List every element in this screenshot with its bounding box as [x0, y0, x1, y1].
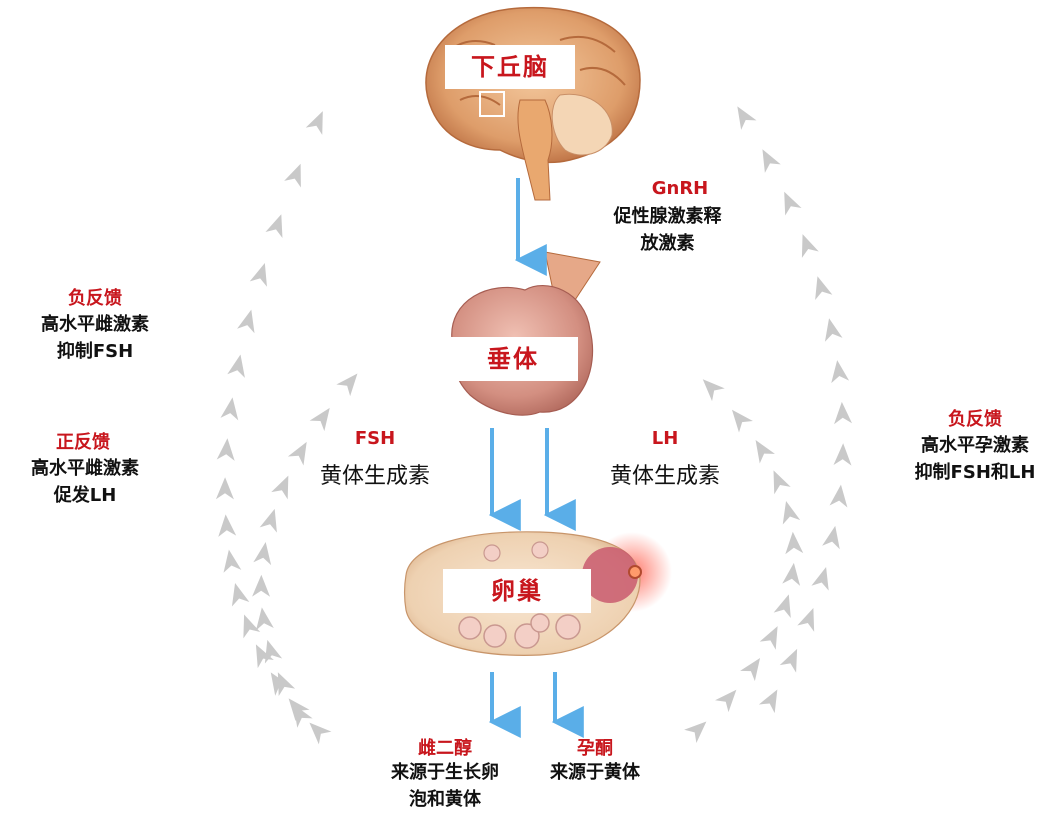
- estradiol-title: 雌二醇: [418, 738, 472, 759]
- hypothalamus-label: 下丘脑: [445, 45, 575, 89]
- left-outer-feedback-chevron: [218, 514, 237, 537]
- hormone-arrows: [488, 178, 584, 738]
- right-outer-feedback-chevron: [834, 401, 853, 425]
- left-negative-feedback-title: 负反馈: [68, 288, 122, 309]
- left-outer-feedback-chevron: [215, 477, 234, 500]
- right-inner-feedback-chevron: [759, 626, 778, 650]
- hypothalamus-marker-box: [479, 91, 505, 117]
- left-outer-feedback-chevron: [284, 163, 301, 188]
- right-outer-feedback-chevron: [737, 106, 757, 130]
- right-inner-feedback-chevron: [731, 409, 753, 433]
- left-inner-feedback-chevron: [253, 541, 272, 566]
- lh-name: 黄体生成素: [609, 464, 720, 489]
- fsh-abbr: FSH: [354, 428, 396, 449]
- right-outer-feedback-chevron: [833, 443, 852, 466]
- left-outer-feedback-chevron: [305, 111, 323, 135]
- right-outer-feedback-chevron: [758, 689, 778, 714]
- right-inner-feedback-chevron: [715, 689, 737, 713]
- left-outer-feedback-chevron: [309, 722, 332, 745]
- right-inner-feedback-chevron: [684, 721, 707, 743]
- left-inner-feedback-chevron: [264, 639, 283, 664]
- left-inner-feedback-chevron: [255, 607, 274, 631]
- right-negative-feedback-title: 负反馈: [948, 409, 1002, 430]
- progesterone-title: 孕酮: [577, 738, 613, 759]
- right-outer-feedback-chevron: [831, 360, 850, 384]
- left-inner-feedback-chevron: [336, 373, 358, 397]
- estradiol-line1: 来源于生长卵: [391, 762, 499, 783]
- right-negative-feedback-line2: 抑制FSH和LH: [914, 462, 1036, 483]
- right-outer-feedback-chevron: [822, 525, 840, 550]
- right-negative-feedback-line1: 高水平孕激素: [921, 435, 1029, 456]
- left-inner-feedback-chevron: [277, 672, 296, 697]
- left-negative-feedback-line1: 高水平雌激素: [41, 314, 149, 335]
- left-negative-feedback-line2: 抑制FSH: [56, 341, 134, 362]
- left-inner-feedback-chevron: [309, 407, 330, 432]
- gnrh-line1: 促性腺激素释: [613, 206, 722, 227]
- left-inner-feedback-chevron: [259, 508, 277, 533]
- right-inner-feedback-chevron: [785, 531, 804, 555]
- right-outer-feedback-chevron: [801, 234, 819, 258]
- left-inner-feedback-chevron: [293, 704, 313, 728]
- left-outer-feedback-chevron: [249, 263, 267, 287]
- pituitary-label: 垂体: [448, 337, 578, 381]
- left-outer-feedback-chevron: [255, 644, 274, 669]
- right-outer-feedback-chevron: [811, 567, 829, 591]
- progesterone-line1: 来源于黄体: [550, 762, 640, 783]
- left-outer-feedback-chevron: [220, 397, 239, 421]
- left-outer-feedback-chevron: [216, 438, 235, 461]
- right-inner-feedback-chevron: [773, 594, 791, 619]
- right-inner-feedback-chevron: [740, 657, 761, 682]
- left-positive-feedback-line1: 高水平雌激素: [31, 458, 139, 479]
- left-outer-feedback-chevron: [243, 614, 261, 639]
- right-outer-feedback-chevron: [824, 318, 843, 342]
- right-outer-feedback-chevron: [784, 191, 802, 216]
- brain-illustration: [425, 6, 641, 201]
- left-outer-feedback-chevron: [223, 549, 242, 573]
- right-inner-feedback-chevron: [782, 562, 801, 586]
- gnrh-line2: 放激素: [640, 233, 695, 254]
- pituitary-illustration: [450, 251, 601, 416]
- lh-abbr: LH: [651, 428, 679, 449]
- left-outer-feedback-chevron: [265, 214, 283, 239]
- fsh-name: 黄体生成素: [319, 464, 430, 489]
- left-inner-feedback-chevron: [252, 574, 271, 597]
- left-outer-feedback-chevron: [237, 309, 255, 334]
- left-inner-feedback-chevron: [287, 441, 307, 466]
- left-outer-feedback-chevron: [227, 354, 245, 378]
- right-outer-feedback-chevron: [815, 276, 833, 300]
- left-inner-feedback-chevron: [271, 475, 289, 500]
- left-positive-feedback-title: 正反馈: [56, 432, 110, 453]
- gnrh-abbr: GnRH: [651, 178, 709, 199]
- right-inner-feedback-chevron: [782, 500, 801, 525]
- right-outer-feedback-chevron: [829, 484, 848, 508]
- right-outer-feedback-chevron: [762, 149, 781, 173]
- right-outer-feedback-chevron: [797, 608, 815, 632]
- right-outer-feedback-chevron: [779, 648, 798, 673]
- estradiol-line2: 泡和黄体: [409, 789, 481, 810]
- right-inner-feedback-chevron: [773, 470, 791, 495]
- left-outer-feedback-chevron: [231, 582, 250, 607]
- right-inner-feedback-chevron: [755, 440, 775, 464]
- right-inner-feedback-chevron: [702, 379, 725, 402]
- ovary-label: 卵巢: [443, 569, 591, 613]
- left-positive-feedback-line2: 促发LH: [53, 485, 117, 506]
- feedback-loops: [215, 106, 853, 745]
